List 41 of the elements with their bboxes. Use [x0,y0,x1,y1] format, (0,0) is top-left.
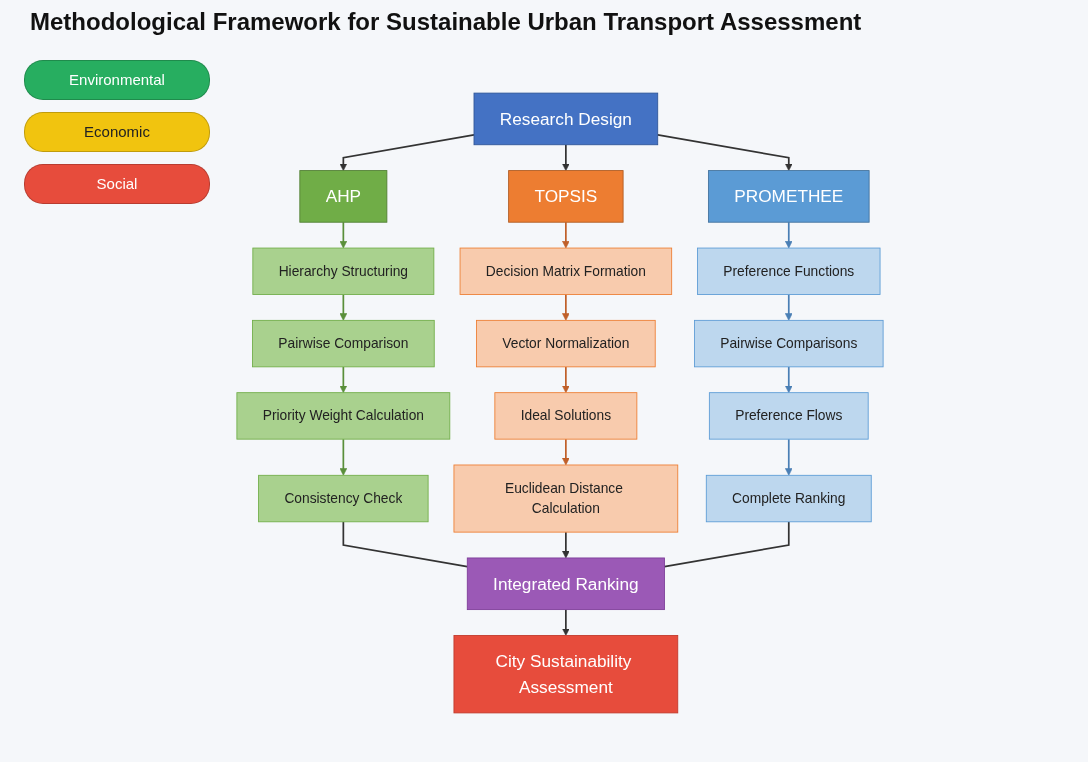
arrow [562,608,570,636]
legend-item: Social [24,164,210,204]
node-box: Preference Flows [708,392,869,440]
node-box: Hierarchy Structuring [252,247,435,295]
legend-item: Environmental [24,60,210,100]
node-box: Decision Matrix Formation [459,247,673,295]
arrow [562,293,570,321]
arrow [339,365,348,393]
node-box: PROMETHEE [708,170,870,223]
node-box: Pairwise Comparison [252,319,435,368]
arrow [562,221,570,249]
arrow [785,438,793,476]
arrow [656,134,793,171]
connector [342,520,469,568]
arrow [785,221,793,249]
arrow [339,221,348,249]
node-box: Preference Functions [697,247,881,295]
arrow [785,293,793,321]
arrow [339,293,348,321]
arrow [785,365,793,393]
arrow [562,365,570,393]
node-box: Pairwise Comparisons [694,319,884,368]
node-box: Euclidean Distance Calculation [453,464,679,533]
connector [663,520,790,568]
diagram-title: Methodological Framework for Sustainable Urban Transport Assessment [30,8,862,36]
node-box: Vector Normalization [476,319,656,368]
node-box: Priority Weight Calculation [236,392,451,440]
node-box: Research Design [473,92,659,146]
node-box: Ideal Solutions [494,392,638,440]
arrow [339,438,348,476]
node-box: TOPSIS [508,170,624,223]
node-box: City Sustainability Assessment [453,635,679,714]
node-box: Consistency Check [258,474,429,523]
arrow [562,531,570,559]
node-box: AHP [299,170,388,223]
arrow [339,134,475,171]
arrow [562,143,570,171]
arrow [562,438,570,466]
legend-item: Economic [24,112,210,152]
node-box: Integrated Ranking [466,557,665,611]
node-box: Complete Ranking [705,474,872,523]
